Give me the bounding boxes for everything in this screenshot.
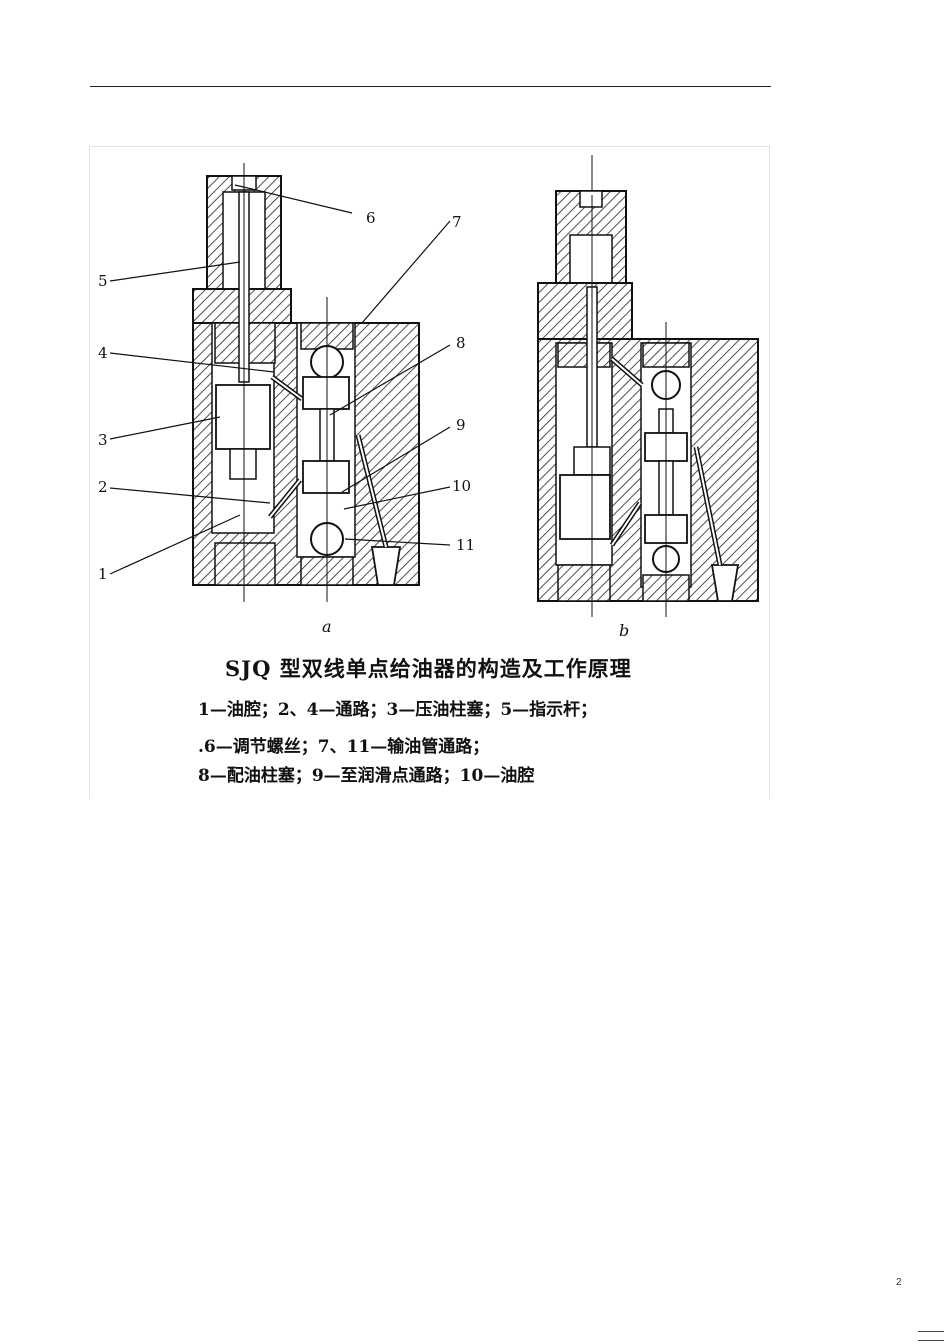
callout-3: 3: [98, 431, 108, 449]
drawing-a: [192, 163, 420, 602]
page-number: 2: [896, 1277, 902, 1288]
corner-mark: [918, 1331, 944, 1341]
callout-1: 1: [98, 565, 108, 583]
sublabel-a: a: [322, 617, 332, 636]
callout-6: 6: [366, 209, 376, 227]
drawing-b: [537, 155, 759, 617]
callout-8: 8: [456, 334, 466, 352]
legend-line-3: 8—配油柱塞；9—至润滑点通路；10—油腔: [198, 766, 535, 786]
legend-line-1: 1—油腔；2、4—通路；3—压油柱塞；5—指示杆；: [198, 700, 598, 720]
figure-caption-title: SJQ 型双线单点给油器的构造及工作原理: [225, 656, 632, 681]
callout-9: 9: [456, 416, 466, 434]
leader-lines: [109, 184, 451, 575]
figure-panel: 5 4 3 2 1 6 7 8 9 10 11 a b SJQ 型双线单点给油器…: [89, 146, 770, 799]
callout-2: 2: [98, 478, 108, 496]
feeder-diagram: 5 4 3 2 1 6 7 8 9 10 11: [98, 155, 759, 617]
sublabel-b: b: [619, 621, 630, 640]
header-rule: [90, 86, 771, 87]
callout-5: 5: [98, 272, 108, 290]
callout-7: 7: [452, 213, 462, 231]
callout-11: 11: [456, 536, 475, 554]
callout-10: 10: [452, 477, 471, 495]
callout-4: 4: [98, 344, 108, 362]
legend-line-2: .6—调节螺丝；7、11—输油管通路；: [198, 737, 490, 757]
